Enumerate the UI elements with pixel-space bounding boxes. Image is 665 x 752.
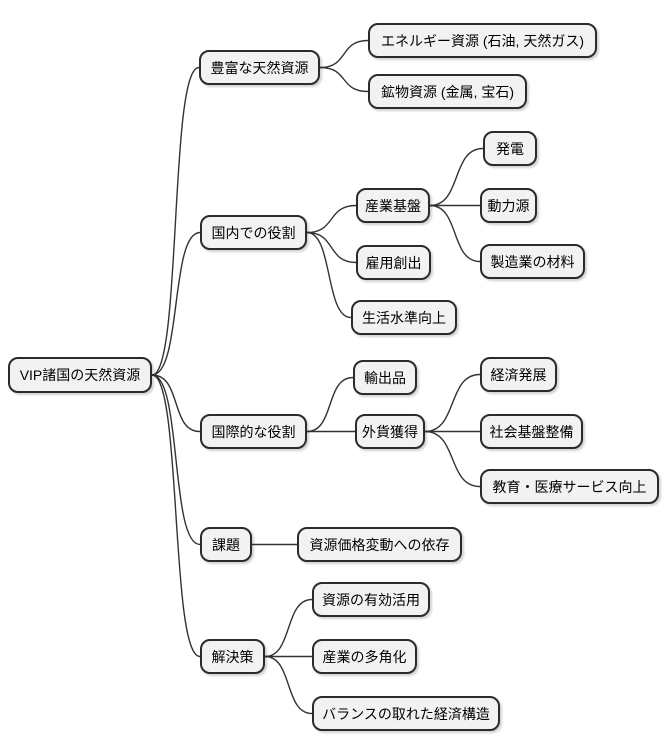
node-power-source: 動力源 <box>480 188 537 223</box>
node-international-role: 国際的な役割 <box>200 414 307 449</box>
edge-international-to-exports <box>306 376 354 433</box>
node-mineral-resources: 鉱物資源 (金属, 宝石) <box>368 74 527 109</box>
edge-root-to-challenges <box>151 374 201 546</box>
node-price-dependence: 資源価格変動への依存 <box>297 527 462 562</box>
node-infrastructure: 社会基盤整備 <box>480 414 583 449</box>
node-foreign-currency: 外貨獲得 <box>355 414 425 449</box>
edge-domestic-to-industrial-base <box>306 204 357 234</box>
edge-industrial-base-to-power-generation <box>429 147 484 207</box>
node-education-medical: 教育・医療サービス向上 <box>480 469 659 504</box>
edge-foreign-currency-to-economic-development <box>424 373 481 433</box>
node-challenges: 課題 <box>200 527 252 562</box>
edge-root-to-domestic-role <box>151 231 201 376</box>
edge-solutions-to-balanced-economy <box>264 655 313 715</box>
edge-solutions-to-resource-utilization <box>264 598 313 658</box>
node-manufacturing-materials: 製造業の材料 <box>480 244 585 279</box>
node-power-generation: 発電 <box>483 131 537 166</box>
node-rich-natural-resources: 豊富な天然資源 <box>199 50 320 85</box>
edge-domestic-to-job-creation <box>306 231 357 264</box>
node-domestic-role: 国内での役割 <box>200 215 307 250</box>
node-living-standards: 生活水準向上 <box>351 300 457 335</box>
node-root-vip-resources: VIP諸国の天然資源 <box>8 357 152 393</box>
node-solutions: 解決策 <box>200 639 265 674</box>
edge-rich-resources-to-energy <box>319 39 369 69</box>
edge-root-to-rich-resources <box>151 66 200 376</box>
edge-foreign-currency-to-education-medical <box>424 430 481 488</box>
node-exports: 輸出品 <box>353 360 417 395</box>
node-balanced-economy: バランスの取れた経済構造 <box>312 696 500 731</box>
edge-industrial-base-to-materials <box>429 204 481 263</box>
node-energy-resources: エネルギー資源 (石油, 天然ガス) <box>368 23 597 58</box>
node-job-creation: 雇用創出 <box>356 245 431 280</box>
node-industry-diversification: 産業の多角化 <box>312 639 417 674</box>
node-economic-development: 経済発展 <box>480 357 557 392</box>
edge-rich-resources-to-mineral <box>319 66 369 93</box>
edge-domestic-to-living-standards <box>306 231 352 319</box>
node-industrial-base: 産業基盤 <box>356 188 430 223</box>
edge-root-to-solutions <box>151 374 201 658</box>
node-resource-utilization: 資源の有効活用 <box>312 582 430 617</box>
edge-root-to-international-role <box>151 374 201 433</box>
